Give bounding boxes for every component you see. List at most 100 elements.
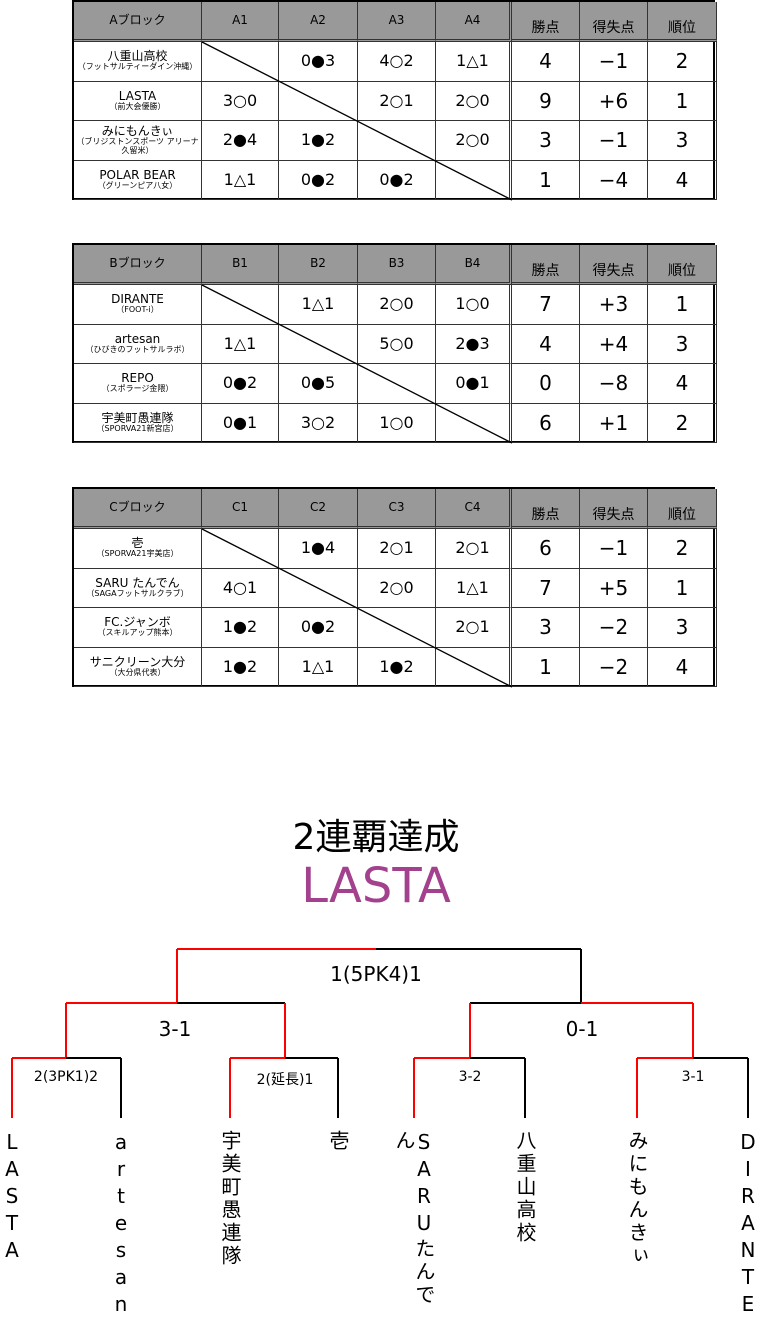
team-rank: 2 xyxy=(648,529,717,569)
block-name-header: Cブロック xyxy=(74,489,202,529)
team-affiliation: （フットサルティーダイン沖縄） xyxy=(77,62,198,72)
team-points: 1 xyxy=(512,160,580,200)
headline: 2連覇達成 xyxy=(292,817,460,858)
team-points: 0 xyxy=(512,364,580,404)
block-name-header: Bブロック xyxy=(74,245,202,285)
team-rank: 2 xyxy=(648,403,717,443)
team-points: 7 xyxy=(512,568,580,608)
stat-header: 順位 xyxy=(648,245,717,285)
team-name-cell: LASTA（前大会優勝） xyxy=(74,81,202,121)
team-points: 4 xyxy=(512,324,580,364)
team-points: 6 xyxy=(512,529,580,569)
team-name: サニクリーン大分 xyxy=(89,654,186,669)
team-points: 1 xyxy=(512,647,580,687)
quarter-score-3: 3-2 xyxy=(458,1069,482,1085)
team-name-cell: REPO（スポラージ金隈） xyxy=(74,364,202,404)
team-diff: −1 xyxy=(580,529,648,569)
team-rank: 3 xyxy=(648,324,717,364)
semi-score-right: 0-1 xyxy=(565,1017,599,1041)
team-rank: 1 xyxy=(648,568,717,608)
team-rank: 3 xyxy=(648,121,717,161)
team-name: みにもんきぃ xyxy=(101,123,174,138)
team-points: 6 xyxy=(512,403,580,443)
column-header: B3 xyxy=(358,245,436,285)
bracket-team: LASTA xyxy=(0,1130,24,1265)
team-name: LASTA xyxy=(118,88,157,103)
team-name: REPO xyxy=(121,371,154,386)
column-header: A3 xyxy=(358,2,436,42)
column-header: C2 xyxy=(279,489,358,529)
champion-name: LASTA xyxy=(301,858,451,914)
team-diff: +4 xyxy=(580,324,648,364)
block-name-header: Aブロック xyxy=(74,2,202,42)
team-name: 宇美町愚連隊 xyxy=(101,410,174,425)
team-name: 八重山高校 xyxy=(107,49,168,64)
team-affiliation: （SAGAフットサルクラブ） xyxy=(86,588,189,598)
team-name: FC.ジャンボ xyxy=(104,615,171,630)
final-score: 1(5PK4)1 xyxy=(330,962,422,986)
team-name: SARU たんでん xyxy=(95,575,180,590)
team-rank: 3 xyxy=(648,608,717,648)
column-header: A2 xyxy=(279,2,358,42)
team-rank: 4 xyxy=(648,364,717,404)
team-name: 壱 xyxy=(131,536,144,551)
team-affiliation: （大分県代表） xyxy=(109,667,166,677)
team-diff: −8 xyxy=(580,364,648,404)
column-header: B2 xyxy=(279,245,358,285)
team-affiliation: （ブリジストンスポーツ アリーナ久留米） xyxy=(76,137,199,155)
team-diff: +5 xyxy=(580,568,648,608)
bracket-team: 八重山高校 xyxy=(513,1130,537,1245)
bracket-team: みにもんきぃ xyxy=(625,1130,649,1268)
stat-header: 得失点 xyxy=(580,245,648,285)
team-diff: −1 xyxy=(580,121,648,161)
stat-header: 得失点 xyxy=(580,489,648,529)
stat-header: 勝点 xyxy=(512,489,580,529)
team-points: 7 xyxy=(512,285,580,325)
column-header: B1 xyxy=(202,245,279,285)
team-name-cell: 八重山高校（フットサルティーダイン沖縄） xyxy=(74,42,202,82)
team-name: artesan xyxy=(114,331,161,346)
team-diff: −2 xyxy=(580,647,648,687)
quarter-score-4: 3-1 xyxy=(681,1069,705,1085)
bracket-team: 壱 xyxy=(326,1130,350,1153)
team-name-cell: みにもんきぃ（ブリジストンスポーツ アリーナ久留米） xyxy=(74,121,202,161)
team-points: 4 xyxy=(512,42,580,82)
stat-header: 順位 xyxy=(648,489,717,529)
stat-header: 勝点 xyxy=(512,245,580,285)
team-name: DIRANTE xyxy=(111,292,164,307)
column-header: B4 xyxy=(436,245,512,285)
team-name-cell: artesan（ひびきのフットサルラボ） xyxy=(74,324,202,364)
team-name-cell: DIRANTE（FOOT-i） xyxy=(74,285,202,325)
team-affiliation: （SPORVA21宇美店） xyxy=(96,549,179,559)
team-name-cell: FC.ジャンボ（スキルアップ熊本） xyxy=(74,608,202,648)
column-header: C3 xyxy=(358,489,436,529)
semi-score-left: 3-1 xyxy=(158,1017,192,1041)
team-diff: −1 xyxy=(580,42,648,82)
team-diff: −4 xyxy=(580,160,648,200)
team-diff: +6 xyxy=(580,81,648,121)
team-affiliation: （前大会優勝） xyxy=(109,101,166,111)
column-header: C1 xyxy=(202,489,279,529)
team-points: 3 xyxy=(512,121,580,161)
quarter-score-2: 2(延長)1 xyxy=(256,1072,314,1088)
team-rank: 4 xyxy=(648,160,717,200)
stat-header: 順位 xyxy=(648,2,717,42)
team-points: 3 xyxy=(512,608,580,648)
team-rank: 2 xyxy=(648,42,717,82)
team-affiliation: （スキルアップ熊本） xyxy=(97,628,178,638)
column-header: C4 xyxy=(436,489,512,529)
stat-header: 勝点 xyxy=(512,2,580,42)
bracket-team: SARUたんでん xyxy=(392,1130,436,1307)
column-header: A4 xyxy=(436,2,512,42)
team-name-cell: POLAR BEAR（グリーンピア八女） xyxy=(74,160,202,200)
team-rank: 1 xyxy=(648,285,717,325)
team-rank: 4 xyxy=(648,647,717,687)
bracket-team: 宇美町愚連隊 xyxy=(218,1130,242,1268)
team-diff: +1 xyxy=(580,403,648,443)
team-name-cell: サニクリーン大分（大分県代表） xyxy=(74,647,202,687)
team-rank: 1 xyxy=(648,81,717,121)
